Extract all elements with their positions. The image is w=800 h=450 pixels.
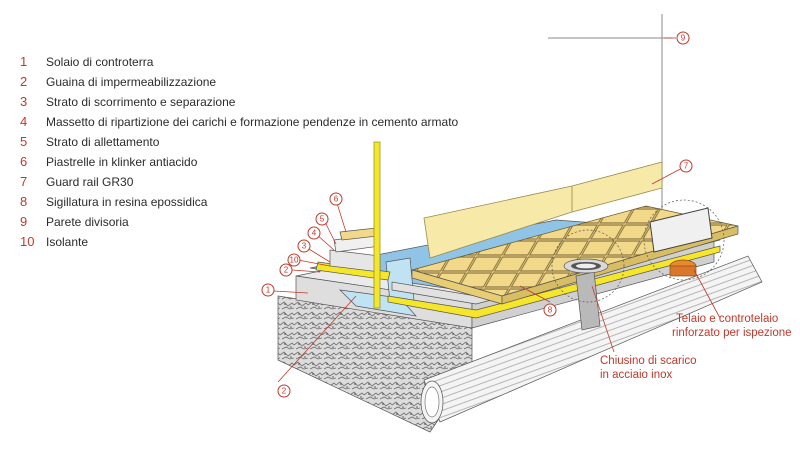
marker-label: 5 <box>320 215 325 224</box>
legend-label: Isolante <box>46 235 89 249</box>
marker-2-bottom: 2 <box>277 384 291 398</box>
frame-callout-line1: Telaio e controtelaio <box>676 313 778 325</box>
legend-label: Guaina di impermeabilizzazione <box>46 75 217 89</box>
marker-label: 8 <box>548 306 553 315</box>
legend-label: Solaio di controterra <box>46 55 154 69</box>
legend: 1 Solaio di controterra 2 Guaina di imperm… <box>20 54 490 254</box>
legend-item: 1 Solaio di controterra <box>20 54 490 74</box>
legend-label: Piastrelle in klinker antiacido <box>46 155 198 169</box>
legend-label: Strato di allettamento <box>46 135 160 149</box>
marker-label: 9 <box>681 34 686 43</box>
legend-number: 2 <box>20 74 28 89</box>
marker-label: 2 <box>282 387 287 396</box>
marker-6: 6 <box>329 192 343 206</box>
marker-8: 8 <box>543 303 557 317</box>
legend-number: 8 <box>20 194 28 209</box>
marker-label: 1 <box>266 286 271 295</box>
legend-label: Strato di scorrimento e separazione <box>46 95 236 109</box>
legend-number: 4 <box>20 114 28 129</box>
legend-item: 5 Strato di allettamento <box>20 134 490 154</box>
legend-item: 7 Guard rail GR30 <box>20 174 490 194</box>
floor-drain <box>563 258 609 331</box>
left-tile-block <box>333 227 381 253</box>
legend-number: 6 <box>20 154 28 169</box>
detail-highlights <box>551 199 725 303</box>
marker-label: 2 <box>284 266 289 275</box>
marker-label: 4 <box>312 229 317 238</box>
marker-5: 5 <box>315 212 329 226</box>
legend-label: Massetto di ripartizione dei carichi e f… <box>46 115 459 129</box>
legend-number: 1 <box>20 54 28 69</box>
legend-item: 4 Massetto di ripartizione dei carichi e … <box>20 114 490 134</box>
drainage-pipe <box>420 255 763 424</box>
marker-2-top: 2 <box>279 263 293 277</box>
legend-number: 9 <box>20 214 28 229</box>
guard-rail <box>423 161 663 259</box>
leader-lines <box>273 37 721 383</box>
legend-item: 2 Guaina di impermeabilizzazione <box>20 74 490 94</box>
marker-label: 7 <box>684 162 689 171</box>
frame-callout-line2: rinforzato per ispezione <box>672 327 792 339</box>
drain-callout-line2: in acciaio inox <box>600 369 672 381</box>
marker-3: 3 <box>297 239 311 253</box>
legend-number: 3 <box>20 94 28 109</box>
legend-number: 10 <box>20 234 35 249</box>
yellow-post <box>373 141 381 309</box>
legend-number: 7 <box>20 174 28 189</box>
marker-1: 1 <box>261 283 275 297</box>
marker-label: 10 <box>290 256 299 265</box>
legend-item: 8 Sigillatura in resina epossidica <box>20 194 490 214</box>
marker-10: 10 <box>287 253 301 267</box>
inspection-frame <box>649 207 713 277</box>
legend-item: 6 Piastrelle in klinker antiacido <box>20 154 490 174</box>
legend-item: 3 Strato di scorrimento e separazione <box>20 94 490 114</box>
legend-label: Sigillatura in resina epossidica <box>46 195 208 209</box>
legend-label: Parete divisoria <box>46 215 129 229</box>
legend-label: Guard rail GR30 <box>46 175 134 189</box>
legend-item: 10 Isolante <box>20 234 490 254</box>
marker-label: 6 <box>334 195 339 204</box>
legend-item: 9 Parete divisoria <box>20 214 490 234</box>
marker-7: 7 <box>679 159 693 173</box>
drain-callout-line1: Chiusino di scarico <box>600 355 697 367</box>
marker-4: 4 <box>307 226 321 240</box>
marker-9: 9 <box>676 31 690 45</box>
legend-number: 5 <box>20 134 28 149</box>
marker-label: 3 <box>302 242 307 251</box>
